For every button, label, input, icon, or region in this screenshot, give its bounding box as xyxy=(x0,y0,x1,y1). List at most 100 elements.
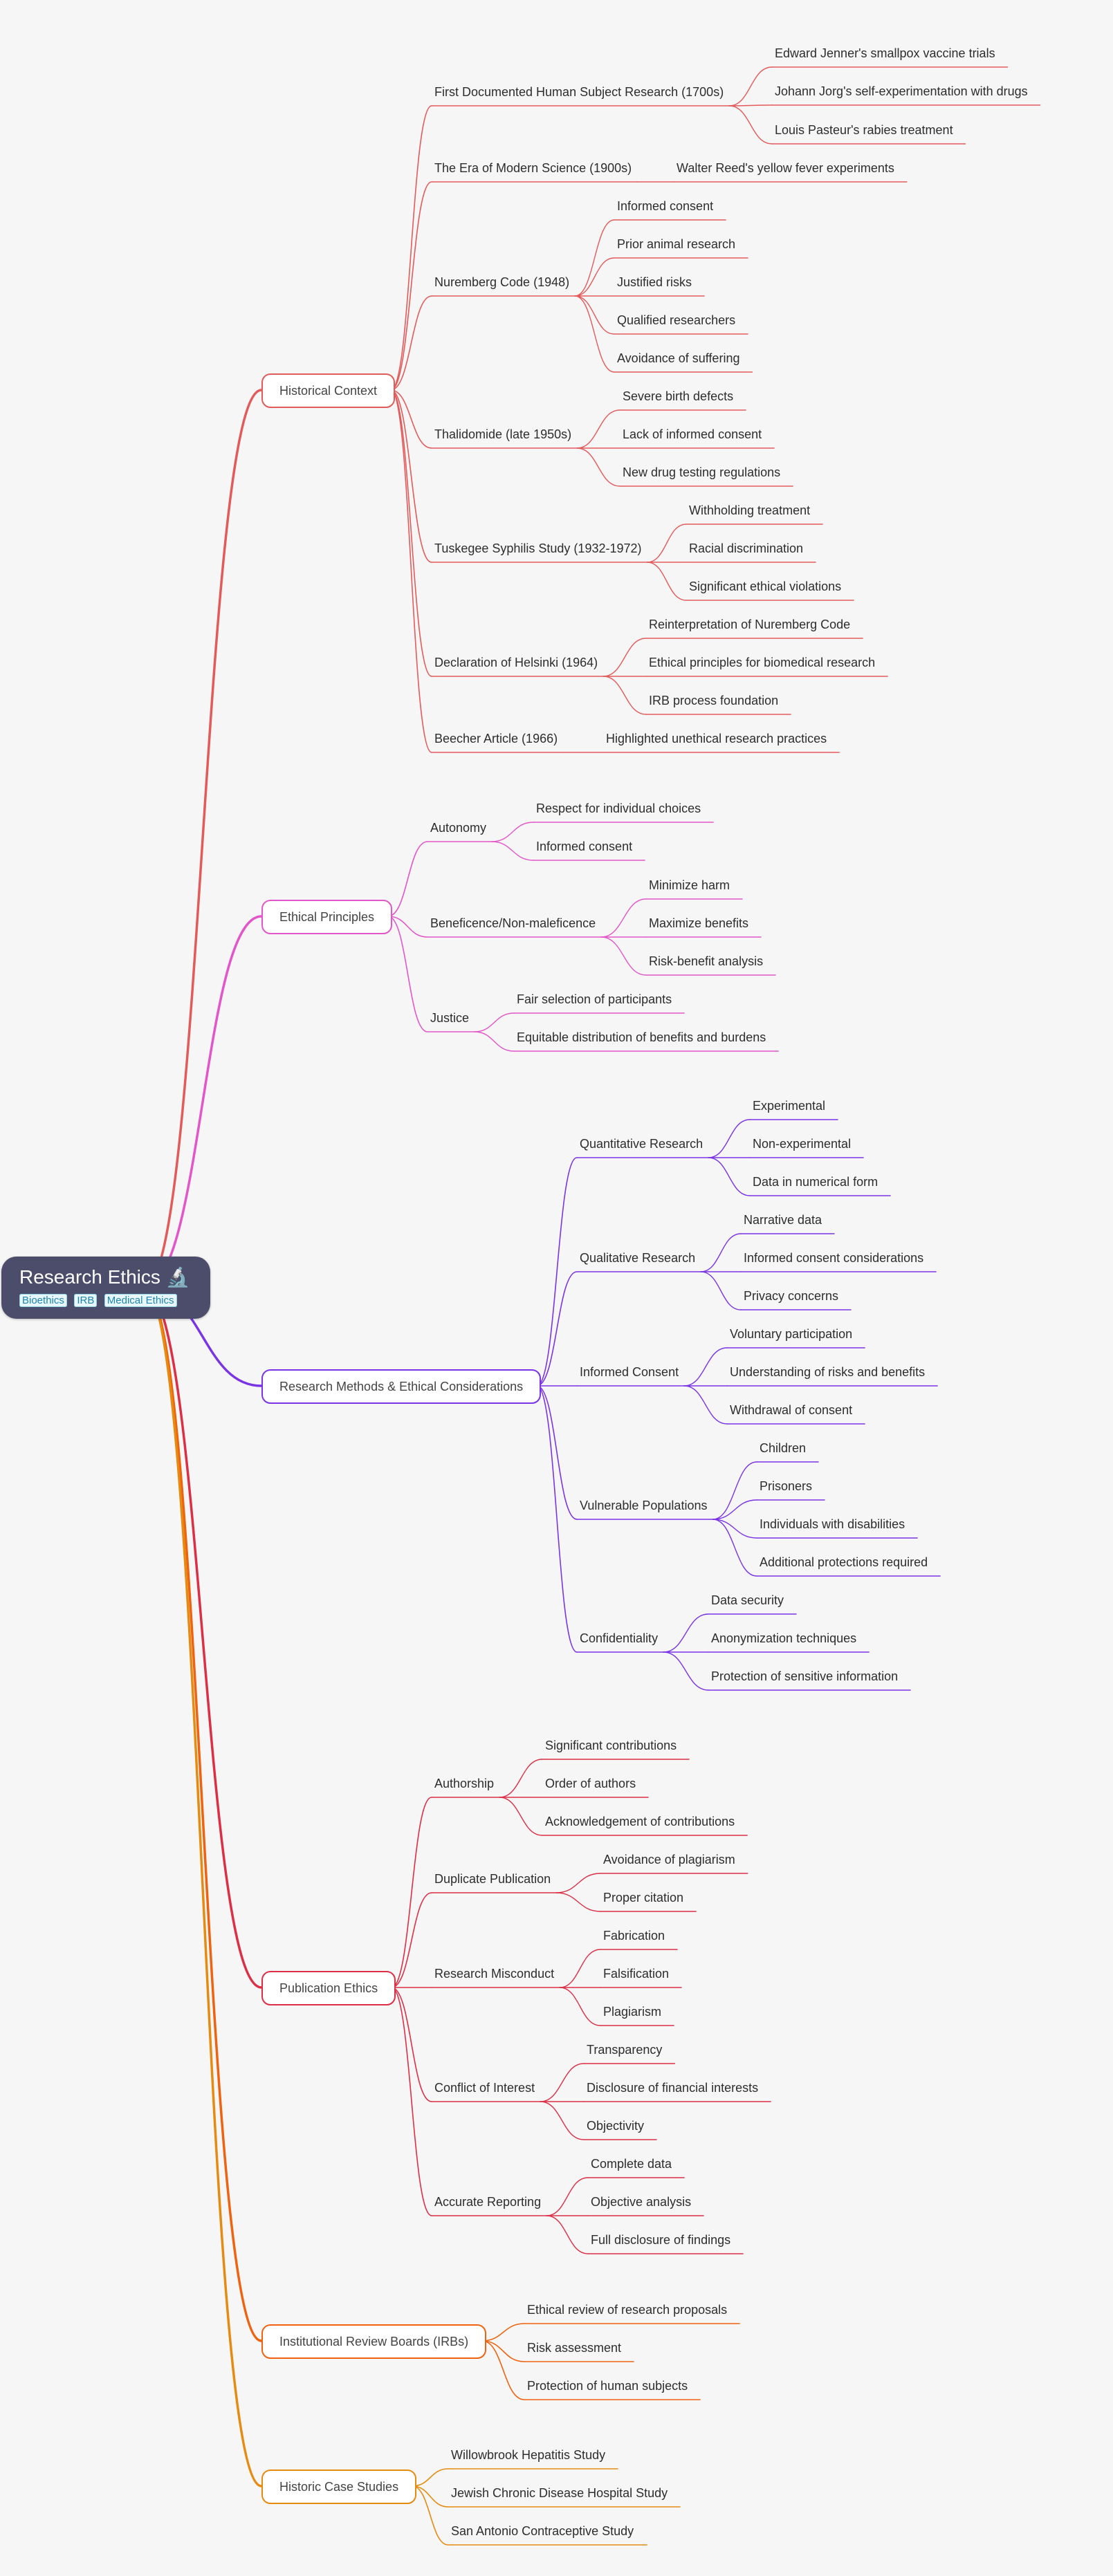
leaf-withdrawal-of-consent[interactable]: Withdrawal of consent xyxy=(730,1403,853,1417)
leaf-data-security[interactable]: Data security xyxy=(711,1593,784,1607)
leaf-narrative-data[interactable]: Narrative data xyxy=(744,1213,822,1227)
tag-bioethics: Bioethics xyxy=(19,1294,67,1307)
topic-confidentiality[interactable]: Confidentiality xyxy=(580,1631,659,1645)
leaf-objectivity[interactable]: Objectivity xyxy=(587,2119,645,2133)
topic-accurate-reporting[interactable]: Accurate Reporting xyxy=(434,2195,542,2209)
leaf-irb-process-foundation[interactable]: IRB process foundation xyxy=(649,694,779,707)
leaf-order-of-authors[interactable]: Order of authors xyxy=(545,1777,636,1790)
edge-historical-context-first-documented-human-subject-research-1700s xyxy=(390,105,432,391)
leaf-fabrication[interactable]: Fabrication xyxy=(603,1929,665,1943)
leaf-falsification[interactable]: Falsification xyxy=(603,1967,670,1981)
root-node[interactable]: Research Ethics 🔬 Bioethics IRB Medical … xyxy=(1,1257,210,1319)
leaf-ethical-review-of-research-proposals[interactable]: Ethical review of research proposals xyxy=(527,2303,728,2317)
topic-first-documented-human-subject-research-1700s[interactable]: First Documented Human Subject Research … xyxy=(434,85,724,99)
leaf-reinterpretation-of-nuremberg-code[interactable]: Reinterpretation of Nuremberg Code xyxy=(649,618,851,631)
leaf-significant-ethical-violations[interactable]: Significant ethical violations xyxy=(689,580,842,593)
topic-thalidomide-late-1950s[interactable]: Thalidomide (late 1950s) xyxy=(434,427,572,441)
leaf-edward-jenner-s-smallpox-vaccine-trials[interactable]: Edward Jenner's smallpox vaccine trials xyxy=(775,46,995,60)
topic-duplicate-publication[interactable]: Duplicate Publication xyxy=(434,1872,551,1886)
topic-autonomy[interactable]: Autonomy xyxy=(430,821,487,835)
leaf-experimental[interactable]: Experimental xyxy=(753,1099,826,1113)
branch-institutional-review-boards-irbs[interactable]: Institutional Review Boards (IRBs) xyxy=(261,2324,487,2359)
leaf-risk-benefit-analysis[interactable]: Risk-benefit analysis xyxy=(649,954,764,968)
branch-research-methods-ethical-considerations[interactable]: Research Methods & Ethical Consideration… xyxy=(261,1369,542,1404)
leaf-equitable-distribution-of-benefits-and-burdens[interactable]: Equitable distribution of benefits and b… xyxy=(517,1030,766,1044)
leaf-highlighted-unethical-research-practices[interactable]: Highlighted unethical research practices xyxy=(606,732,827,745)
branch-historical-context[interactable]: Historical Context xyxy=(261,373,396,408)
topic-nuremberg-code-1948[interactable]: Nuremberg Code (1948) xyxy=(434,275,570,289)
leaf-severe-birth-defects[interactable]: Severe birth defects xyxy=(623,389,734,403)
leaf-louis-pasteur-s-rabies-treatment[interactable]: Louis Pasteur's rabies treatment xyxy=(775,123,953,137)
edge-first-documented-human-subject-research-1700s-edward-jenner-s-smallpox-vaccine-trials xyxy=(728,66,773,106)
leaf-lack-of-informed-consent[interactable]: Lack of informed consent xyxy=(623,427,762,441)
leaf-privacy-concerns[interactable]: Privacy concerns xyxy=(744,1289,839,1303)
edge-historic-case-studies-jewish-chronic-disease-hospital-study xyxy=(412,2485,449,2508)
topic-vulnerable-populations[interactable]: Vulnerable Populations xyxy=(580,1499,708,1512)
leaf-fair-selection-of-participants[interactable]: Fair selection of participants xyxy=(517,992,672,1006)
edge-declaration-of-helsinki-1964-reinterpretation-of-nuremberg-code xyxy=(603,638,647,677)
leaf-johann-jorg-s-self-experimentation-with-drugs[interactable]: Johann Jorg's self-experimentation with … xyxy=(775,84,1028,98)
topic-conflict-of-interest[interactable]: Conflict of Interest xyxy=(434,2081,535,2095)
topic-tuskegee-syphilis-study-1932-1972[interactable]: Tuskegee Syphilis Study (1932-1972) xyxy=(434,541,642,555)
leaf-avoidance-of-suffering[interactable]: Avoidance of suffering xyxy=(617,351,740,365)
topic-informed-consent[interactable]: Informed Consent xyxy=(580,1365,679,1379)
leaf-prior-animal-research[interactable]: Prior animal research xyxy=(617,237,736,251)
leaf-informed-consent[interactable]: Informed consent xyxy=(536,840,633,853)
edge-institutional-review-boards-irbs-protection-of-human-subjects xyxy=(481,2340,525,2400)
leaf-data-in-numerical-form[interactable]: Data in numerical form xyxy=(753,1175,879,1189)
leaf-disclosure-of-financial-interests[interactable]: Disclosure of financial interests xyxy=(587,2081,759,2095)
leaf-qualified-researchers[interactable]: Qualified researchers xyxy=(617,313,736,327)
leaf-individuals-with-disabilities[interactable]: Individuals with disabilities xyxy=(760,1517,905,1531)
leaf-new-drug-testing-regulations[interactable]: New drug testing regulations xyxy=(623,465,781,479)
leaf-protection-of-human-subjects[interactable]: Protection of human subjects xyxy=(527,2379,688,2393)
topic-justice[interactable]: Justice xyxy=(430,1011,470,1025)
topic-beneficence-non-maleficence[interactable]: Beneficence/Non-maleficence xyxy=(430,916,596,930)
leaf-full-disclosure-of-findings[interactable]: Full disclosure of findings xyxy=(591,2233,731,2247)
topic-beecher-article-1966[interactable]: Beecher Article (1966) xyxy=(434,732,558,745)
branch-ethical-principles[interactable]: Ethical Principles xyxy=(261,900,393,934)
leaf-maximize-benefits[interactable]: Maximize benefits xyxy=(649,916,749,930)
leaf-minimize-harm[interactable]: Minimize harm xyxy=(649,878,730,892)
leaf-protection-of-sensitive-information[interactable]: Protection of sensitive information xyxy=(711,1669,899,1683)
edge-vulnerable-populations-individuals-with-disabilities xyxy=(712,1519,757,1539)
topic-declaration-of-helsinki-1964[interactable]: Declaration of Helsinki (1964) xyxy=(434,656,598,669)
edge-historical-context-tuskegee-syphilis-study-1932-1972 xyxy=(390,389,432,563)
leaf-voluntary-participation[interactable]: Voluntary participation xyxy=(730,1327,853,1341)
leaf-understanding-of-risks-and-benefits[interactable]: Understanding of risks and benefits xyxy=(730,1365,926,1379)
topic-research-misconduct[interactable]: Research Misconduct xyxy=(434,1967,555,1981)
edge-publication-ethics-duplicate-publication xyxy=(391,1892,432,1988)
leaf-avoidance-of-plagiarism[interactable]: Avoidance of plagiarism xyxy=(603,1853,735,1866)
leaf-racial-discrimination[interactable]: Racial discrimination xyxy=(689,541,804,555)
branch-historic-case-studies[interactable]: Historic Case Studies xyxy=(261,2470,417,2504)
topic-quantitative-research[interactable]: Quantitative Research xyxy=(580,1137,703,1151)
leaf-acknowledgement-of-contributions[interactable]: Acknowledgement of contributions xyxy=(545,1815,735,1828)
leaf-objective-analysis[interactable]: Objective analysis xyxy=(591,2195,692,2209)
leaf-additional-protections-required[interactable]: Additional protections required xyxy=(760,1555,928,1569)
leaf-non-experimental[interactable]: Non-experimental xyxy=(753,1137,852,1151)
leaf-withholding-treatment[interactable]: Withholding treatment xyxy=(689,503,811,517)
leaf-significant-contributions[interactable]: Significant contributions xyxy=(545,1739,677,1752)
leaf-children[interactable]: Children xyxy=(760,1441,807,1455)
tag-irb: IRB xyxy=(74,1294,98,1307)
leaf-walter-reed-s-yellow-fever-experiments[interactable]: Walter Reed's yellow fever experiments xyxy=(677,161,894,175)
leaf-willowbrook-hepatitis-study[interactable]: Willowbrook Hepatitis Study xyxy=(451,2448,606,2462)
leaf-ethical-principles-for-biomedical-research[interactable]: Ethical principles for biomedical resear… xyxy=(649,656,876,669)
topic-qualitative-research[interactable]: Qualitative Research xyxy=(580,1251,696,1265)
leaf-informed-consent-considerations[interactable]: Informed consent considerations xyxy=(744,1251,924,1265)
leaf-proper-citation[interactable]: Proper citation xyxy=(603,1891,684,1905)
topic-authorship[interactable]: Authorship xyxy=(434,1777,495,1790)
leaf-san-antonio-contraceptive-study[interactable]: San Antonio Contraceptive Study xyxy=(451,2524,634,2538)
leaf-risk-assessment[interactable]: Risk assessment xyxy=(527,2341,622,2355)
leaf-transparency[interactable]: Transparency xyxy=(587,2043,663,2057)
leaf-justified-risks[interactable]: Justified risks xyxy=(617,275,692,289)
branch-publication-ethics[interactable]: Publication Ethics xyxy=(261,1971,396,2005)
leaf-informed-consent[interactable]: Informed consent xyxy=(617,199,714,213)
leaf-respect-for-individual-choices[interactable]: Respect for individual choices xyxy=(536,801,701,815)
leaf-prisoners[interactable]: Prisoners xyxy=(760,1479,813,1493)
leaf-jewish-chronic-disease-hospital-study[interactable]: Jewish Chronic Disease Hospital Study xyxy=(451,2486,668,2500)
leaf-complete-data[interactable]: Complete data xyxy=(591,2157,672,2171)
leaf-plagiarism[interactable]: Plagiarism xyxy=(603,2005,662,2019)
edge-historical-context-beecher-article-1966 xyxy=(390,389,432,753)
topic-the-era-of-modern-science-1900s[interactable]: The Era of Modern Science (1900s) xyxy=(434,161,632,175)
leaf-anonymization-techniques[interactable]: Anonymization techniques xyxy=(711,1631,857,1645)
